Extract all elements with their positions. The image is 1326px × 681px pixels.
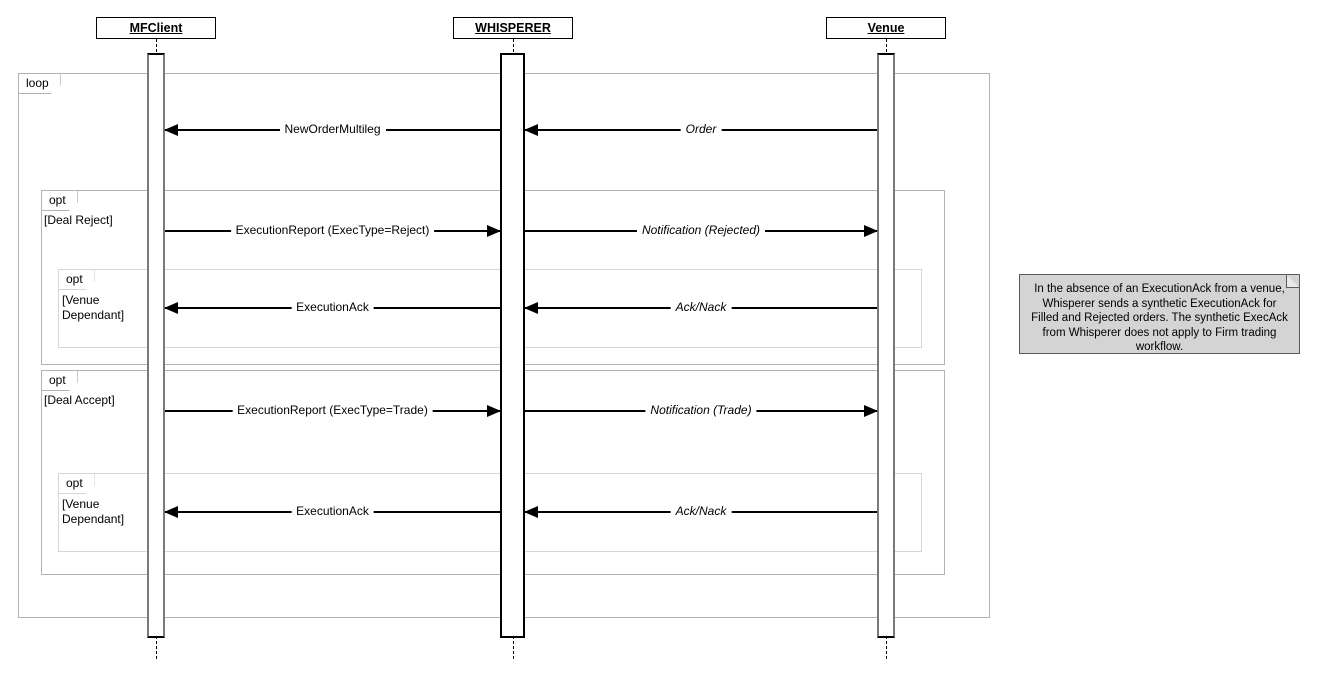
fragment-opt-deal-reject-guard: [Deal Reject]: [44, 213, 113, 227]
fragment-opt-venue-dependant-2-guard: [Venue Dependant]: [62, 497, 125, 526]
arrowhead-left-icon: [164, 302, 178, 314]
fragment-opt-venue-dependant-2[interactable]: opt [Venue Dependant]: [58, 473, 922, 552]
message-execution-ack-1-label: ExecutionAck: [291, 299, 374, 316]
fragment-opt-venue-dependant-1-operator-tab: opt: [59, 270, 95, 290]
fragment-opt-venue-dependant-1-operator-label: opt: [66, 272, 83, 286]
message-execution-ack-2-label: ExecutionAck: [291, 503, 374, 520]
arrowhead-left-icon: [164, 506, 178, 518]
arrowhead-right-icon: [864, 225, 878, 237]
fragment-opt-venue-dependant-2-operator-tab: opt: [59, 474, 95, 494]
fragment-opt-venue-dependant-2-operator-label: opt: [66, 476, 83, 490]
activation-mfclient: [147, 53, 165, 638]
fragment-opt-venue-dependant-1[interactable]: opt [Venue Dependant]: [58, 269, 922, 348]
message-order[interactable]: Order: [524, 121, 877, 139]
message-ack-nack-2[interactable]: Ack/Nack: [524, 503, 877, 521]
message-ack-nack-1[interactable]: Ack/Nack: [524, 299, 877, 317]
fragment-opt-deal-reject-operator-tab: opt: [42, 191, 78, 211]
participant-mfclient[interactable]: MFClient: [96, 17, 216, 39]
activation-venue: [877, 53, 895, 638]
note-text: In the absence of an ExecutionAck from a…: [1031, 283, 1288, 353]
message-notification-rejected[interactable]: Notification (Rejected): [525, 222, 878, 240]
fragment-opt-deal-reject-operator-label: opt: [49, 193, 66, 207]
fragment-opt-deal-accept-operator-label: opt: [49, 373, 66, 387]
arrowhead-left-icon: [524, 124, 538, 136]
arrowhead-left-icon: [524, 302, 538, 314]
activation-whisperer: [500, 53, 525, 638]
fragment-opt-venue-dependant-1-guard: [Venue Dependant]: [62, 293, 125, 322]
message-execution-report-reject-label: ExecutionReport (ExecType=Reject): [230, 222, 435, 239]
fragment-opt-deal-accept[interactable]: opt [Deal Accept]: [41, 370, 945, 575]
message-notification-rejected-label: Notification (Rejected): [636, 222, 766, 239]
participant-mfclient-label: MFClient: [129, 21, 183, 35]
message-ack-nack-2-label: Ack/Nack: [670, 503, 732, 520]
arrowhead-left-icon: [164, 124, 178, 136]
message-notification-trade-label: Notification (Trade): [645, 402, 757, 419]
note-fold-corner-icon: [1286, 274, 1300, 288]
fragment-opt-deal-reject[interactable]: opt [Deal Reject]: [41, 190, 945, 365]
participant-venue-label: Venue: [867, 21, 905, 35]
message-execution-report-trade-label: ExecutionReport (ExecType=Trade): [232, 402, 433, 419]
arrowhead-right-icon: [487, 225, 501, 237]
fragment-loop-operator-tab: loop: [19, 74, 61, 94]
message-execution-ack-2[interactable]: ExecutionAck: [164, 503, 500, 521]
participant-whisperer[interactable]: WHISPERER: [453, 17, 573, 39]
arrowhead-left-icon: [524, 506, 538, 518]
fragment-loop-operator-label: loop: [26, 76, 49, 90]
arrowhead-right-icon: [487, 405, 501, 417]
message-notification-trade[interactable]: Notification (Trade): [525, 402, 878, 420]
message-neworder-multileg-label: NewOrderMultileg: [279, 121, 386, 138]
message-execution-report-reject[interactable]: ExecutionReport (ExecType=Reject): [165, 222, 501, 240]
message-ack-nack-1-label: Ack/Nack: [670, 299, 732, 316]
note-synthetic-execack: In the absence of an ExecutionAck from a…: [1019, 274, 1300, 354]
message-neworder-multileg[interactable]: NewOrderMultileg: [164, 121, 500, 139]
participant-whisperer-label: WHISPERER: [475, 21, 551, 35]
message-order-label: Order: [680, 121, 722, 138]
fragment-opt-deal-accept-operator-tab: opt: [42, 371, 78, 391]
participant-venue[interactable]: Venue: [826, 17, 946, 39]
message-execution-report-trade[interactable]: ExecutionReport (ExecType=Trade): [165, 402, 501, 420]
fragment-opt-deal-accept-guard: [Deal Accept]: [44, 393, 115, 407]
arrowhead-right-icon: [864, 405, 878, 417]
message-execution-ack-1[interactable]: ExecutionAck: [164, 299, 500, 317]
